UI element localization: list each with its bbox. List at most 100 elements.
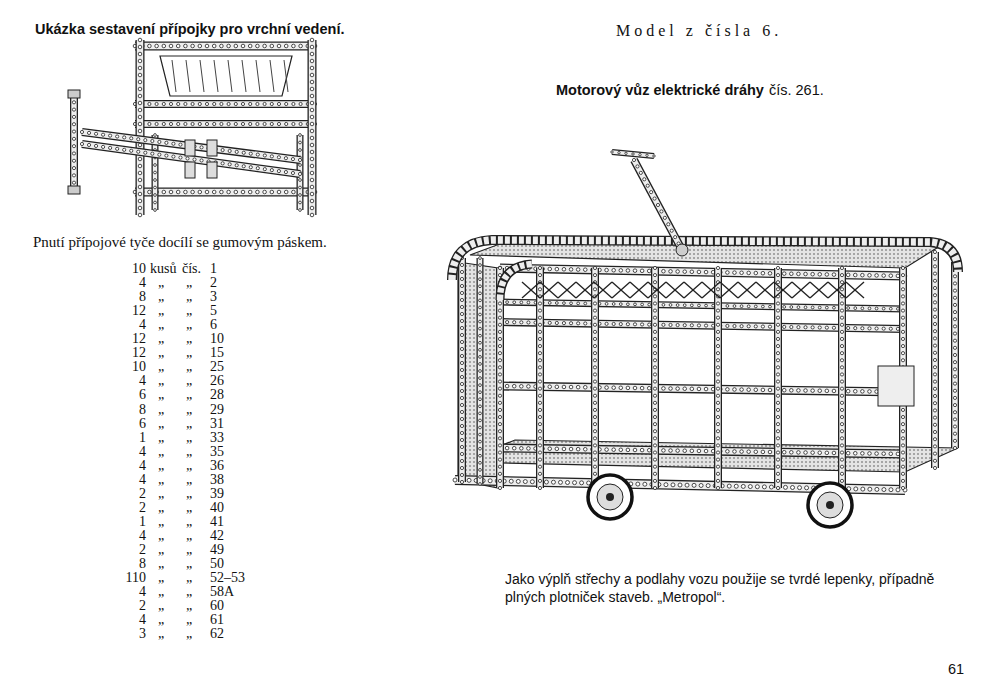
ditto-cell: „: [186, 445, 192, 459]
collar: [185, 162, 195, 178]
unit-cell: kusů: [150, 262, 176, 276]
part-number-cell: 36: [210, 459, 224, 473]
ditto-cell: „: [158, 346, 164, 360]
curved-strip: [500, 264, 532, 300]
wheel: [588, 475, 632, 519]
part-number-cell: 49: [210, 543, 224, 557]
frame-hatch: [186, 60, 190, 92]
ditto-cell: „: [186, 557, 192, 571]
ditto-cell: „: [186, 543, 192, 557]
ditto-cell: „: [158, 613, 164, 627]
wheel: [808, 483, 852, 527]
caption-note: Pnutí přípojové tyče docílí se gumovým p…: [33, 234, 327, 251]
ditto-cell: „: [186, 346, 192, 360]
perforated-strip: [632, 158, 683, 251]
pole-cap: [68, 90, 80, 98]
quantity-cell: 8: [100, 290, 146, 304]
perforated-strip: [72, 93, 75, 191]
section-heading: Ukázka sestavení přípojky pro vrchní ved…: [35, 22, 344, 38]
quantity-cell: 2: [100, 599, 146, 613]
ditto-cell: „: [186, 613, 192, 627]
wheel-hub: [597, 484, 623, 510]
lattice: [684, 282, 702, 298]
part-number-cell: 52–53: [210, 571, 245, 585]
pole-cap: [68, 186, 80, 194]
ditto-cell: „: [186, 599, 192, 613]
lattice: [630, 282, 648, 298]
ditto-cell: „: [158, 417, 164, 431]
perforated-strip: [933, 250, 936, 469]
part-number-cell: 50: [210, 557, 224, 571]
perforated-strip: [593, 266, 596, 489]
ditto-cell: „: [158, 515, 164, 529]
lattice: [558, 282, 576, 298]
ditto-cell: „: [158, 276, 164, 290]
perforated-strip: [716, 266, 719, 489]
model-number-heading: Model z čísla 6.: [616, 22, 782, 40]
collar: [207, 162, 217, 178]
perforated-strip: [479, 257, 482, 486]
quantity-cell: 4: [100, 445, 146, 459]
lattice: [702, 282, 720, 298]
ditto-cell: „: [186, 529, 192, 543]
part-number-cell: 41: [210, 515, 224, 529]
lattice: [648, 282, 666, 298]
quantity-cell: 6: [100, 388, 146, 402]
part-number-cell: 26: [210, 374, 224, 388]
ditto-cell: „: [158, 360, 164, 374]
controller: [878, 366, 914, 406]
ditto-cell: „: [186, 374, 192, 388]
quantity-cell: 12: [100, 346, 146, 360]
perforated-strip: [299, 134, 302, 212]
part-number-cell: 40: [210, 501, 224, 515]
part-number-cell: 58A: [210, 585, 234, 599]
lattice: [594, 282, 612, 298]
lattice: [810, 282, 828, 298]
ditto-cell: „: [186, 318, 192, 332]
ditto-cell: „: [186, 585, 192, 599]
quantity-cell: 10: [100, 360, 146, 374]
quantity-cell: 2: [100, 543, 146, 557]
lattice: [774, 282, 792, 298]
ditto-cell: „: [158, 318, 164, 332]
part-number-cell: 28: [210, 388, 224, 402]
quantity-cell: 4: [100, 473, 146, 487]
ditto-cell: „: [158, 403, 164, 417]
lattice: [702, 282, 720, 298]
perforated-strip: [310, 38, 314, 217]
lattice: [612, 282, 630, 298]
ditto-cell: „: [186, 431, 192, 445]
perforated-strip: [840, 266, 843, 489]
ditto-cell: „: [186, 627, 192, 641]
ditto-cell: „: [186, 571, 192, 585]
lattice: [540, 282, 558, 298]
axle: [826, 501, 834, 509]
ditto-cell: „: [186, 501, 192, 515]
frame-panel: [160, 56, 292, 96]
lattice: [738, 282, 756, 298]
ditto-cell: „: [158, 459, 164, 473]
ditto-cell: „: [158, 290, 164, 304]
quantity-cell: 1: [100, 515, 146, 529]
quantity-cell: 4: [100, 585, 146, 599]
ditto-cell: „: [158, 501, 164, 515]
axle: [606, 493, 614, 501]
frame-hatch: [200, 60, 204, 92]
ditto-cell: „: [158, 529, 164, 543]
quantity-cell: 4: [100, 318, 146, 332]
part-number-cell: 61: [210, 613, 224, 627]
frame-hatch: [228, 60, 232, 92]
pole-pivot: [676, 244, 688, 256]
perforated-strip: [133, 102, 316, 105]
quantity-cell: 4: [100, 459, 146, 473]
ditto-cell: „: [158, 627, 164, 641]
part-number-cell: 1: [210, 262, 217, 276]
quantity-cell: 4: [100, 276, 146, 290]
number-cell-head: čís.: [182, 262, 201, 276]
perforated-strip: [138, 38, 142, 217]
ditto-cell: „: [158, 487, 164, 501]
perforated-strip: [653, 266, 656, 489]
ditto-cell: „: [186, 388, 192, 402]
lattice: [720, 282, 738, 298]
